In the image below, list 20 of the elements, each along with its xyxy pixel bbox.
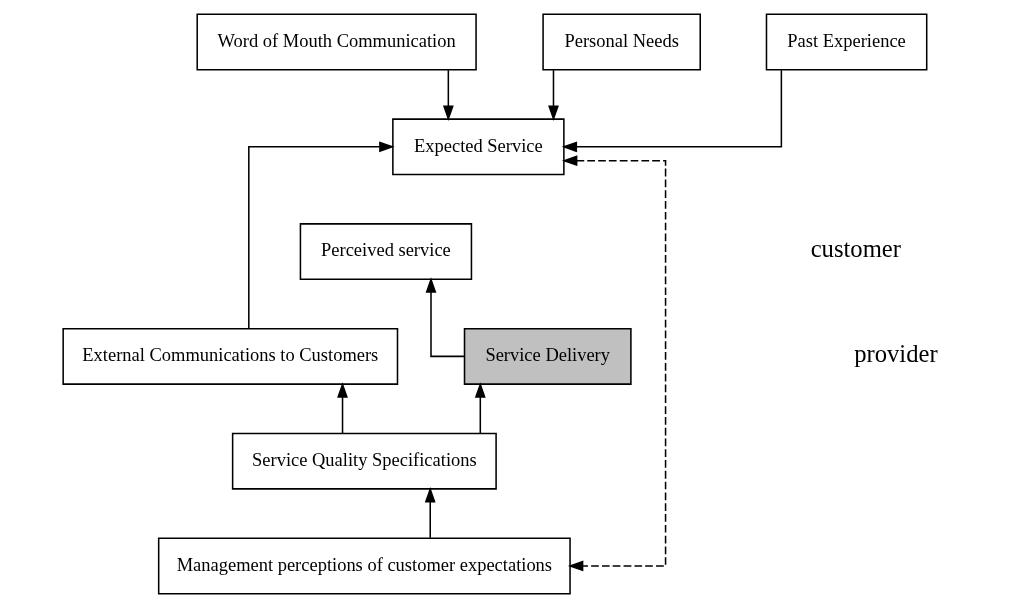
label: provider xyxy=(853,340,938,368)
arrow xyxy=(424,486,436,539)
node-box: Word of Mouth Communication xyxy=(195,13,477,71)
arrow xyxy=(336,382,348,434)
node-box: External Communications to Customers xyxy=(61,327,398,385)
arrow xyxy=(561,155,666,572)
arrow xyxy=(547,69,559,122)
node-box: Personal Needs xyxy=(541,13,701,71)
arrow xyxy=(442,69,454,122)
node-box: Past Experience xyxy=(765,13,927,71)
label: customer xyxy=(810,235,901,263)
arrow xyxy=(247,141,395,330)
node-box: Expected Service xyxy=(391,118,565,176)
arrow xyxy=(425,277,465,358)
node-box: Management perceptions of customer expectations xyxy=(157,537,571,595)
node-box: Service Quality Specifications xyxy=(231,432,497,490)
node-box: Service Delivery xyxy=(463,327,632,385)
arrow xyxy=(474,382,486,434)
arrow xyxy=(561,69,782,153)
node-box: Perceived service xyxy=(299,223,472,281)
